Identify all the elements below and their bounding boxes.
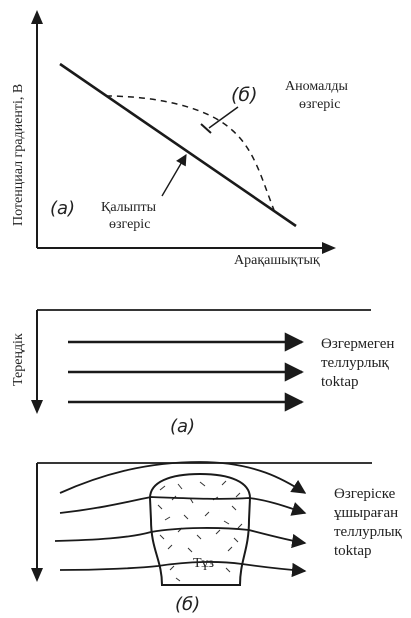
salt-label: Тұз <box>193 556 215 571</box>
disturbed-label-4: toktap <box>334 543 372 559</box>
disturbed-label-3: теллурлық <box>334 524 403 540</box>
normal-gradient-line <box>59 62 297 228</box>
anomaly-pointer-tick <box>200 123 212 134</box>
undisturbed-label-3: toktap <box>321 374 359 390</box>
label-a: (а) <box>50 198 75 219</box>
anomaly-pointer <box>208 106 239 129</box>
y-axis-label: Потенциал градиенті, В <box>11 84 26 226</box>
salt-dome <box>148 472 252 586</box>
disturbed-panel: Тұз Өзгеріске ұшыраған теллурлық toktap … <box>31 461 403 615</box>
bent-current-4 <box>59 561 307 578</box>
y-axis-arrow <box>31 10 43 24</box>
normal-label-1: Қалыпты <box>101 200 157 215</box>
x-axis-label: Арақашықтық <box>234 253 320 268</box>
depth-axis-arrow <box>31 400 43 414</box>
bent-current-3 <box>54 527 307 549</box>
caption-a: (а) <box>170 416 195 437</box>
anomalous-label-1: Аномалды <box>285 79 349 94</box>
normal-label-2: өзгеріс <box>109 217 150 232</box>
undisturbed-label-1: Өзгермеген <box>321 336 394 352</box>
gradient-chart: Потенциал градиенті, В Арақашықтық (б) А… <box>11 10 349 268</box>
x-axis-arrow <box>322 242 336 254</box>
depth-axis-label: Тереңдік <box>11 333 26 386</box>
anomalous-label-2: өзгеріс <box>299 97 340 112</box>
anomalous-gradient-curve <box>105 95 275 211</box>
normal-pointer-arrow <box>161 154 187 197</box>
caption-b: (б) <box>175 594 200 615</box>
disturbed-label-2: ұшыраған <box>334 505 398 521</box>
label-b: (б) <box>231 84 258 106</box>
bent-current-1 <box>59 461 307 494</box>
undisturbed-panel: Тереңдік Өзгермеген теллурлық toktap (а) <box>11 309 394 437</box>
undisturbed-label-2: теллурлық <box>321 355 390 371</box>
depth-axis-2-arrow <box>31 568 43 582</box>
bent-current-2 <box>59 496 307 516</box>
disturbed-label-1: Өзгеріске <box>334 486 396 502</box>
